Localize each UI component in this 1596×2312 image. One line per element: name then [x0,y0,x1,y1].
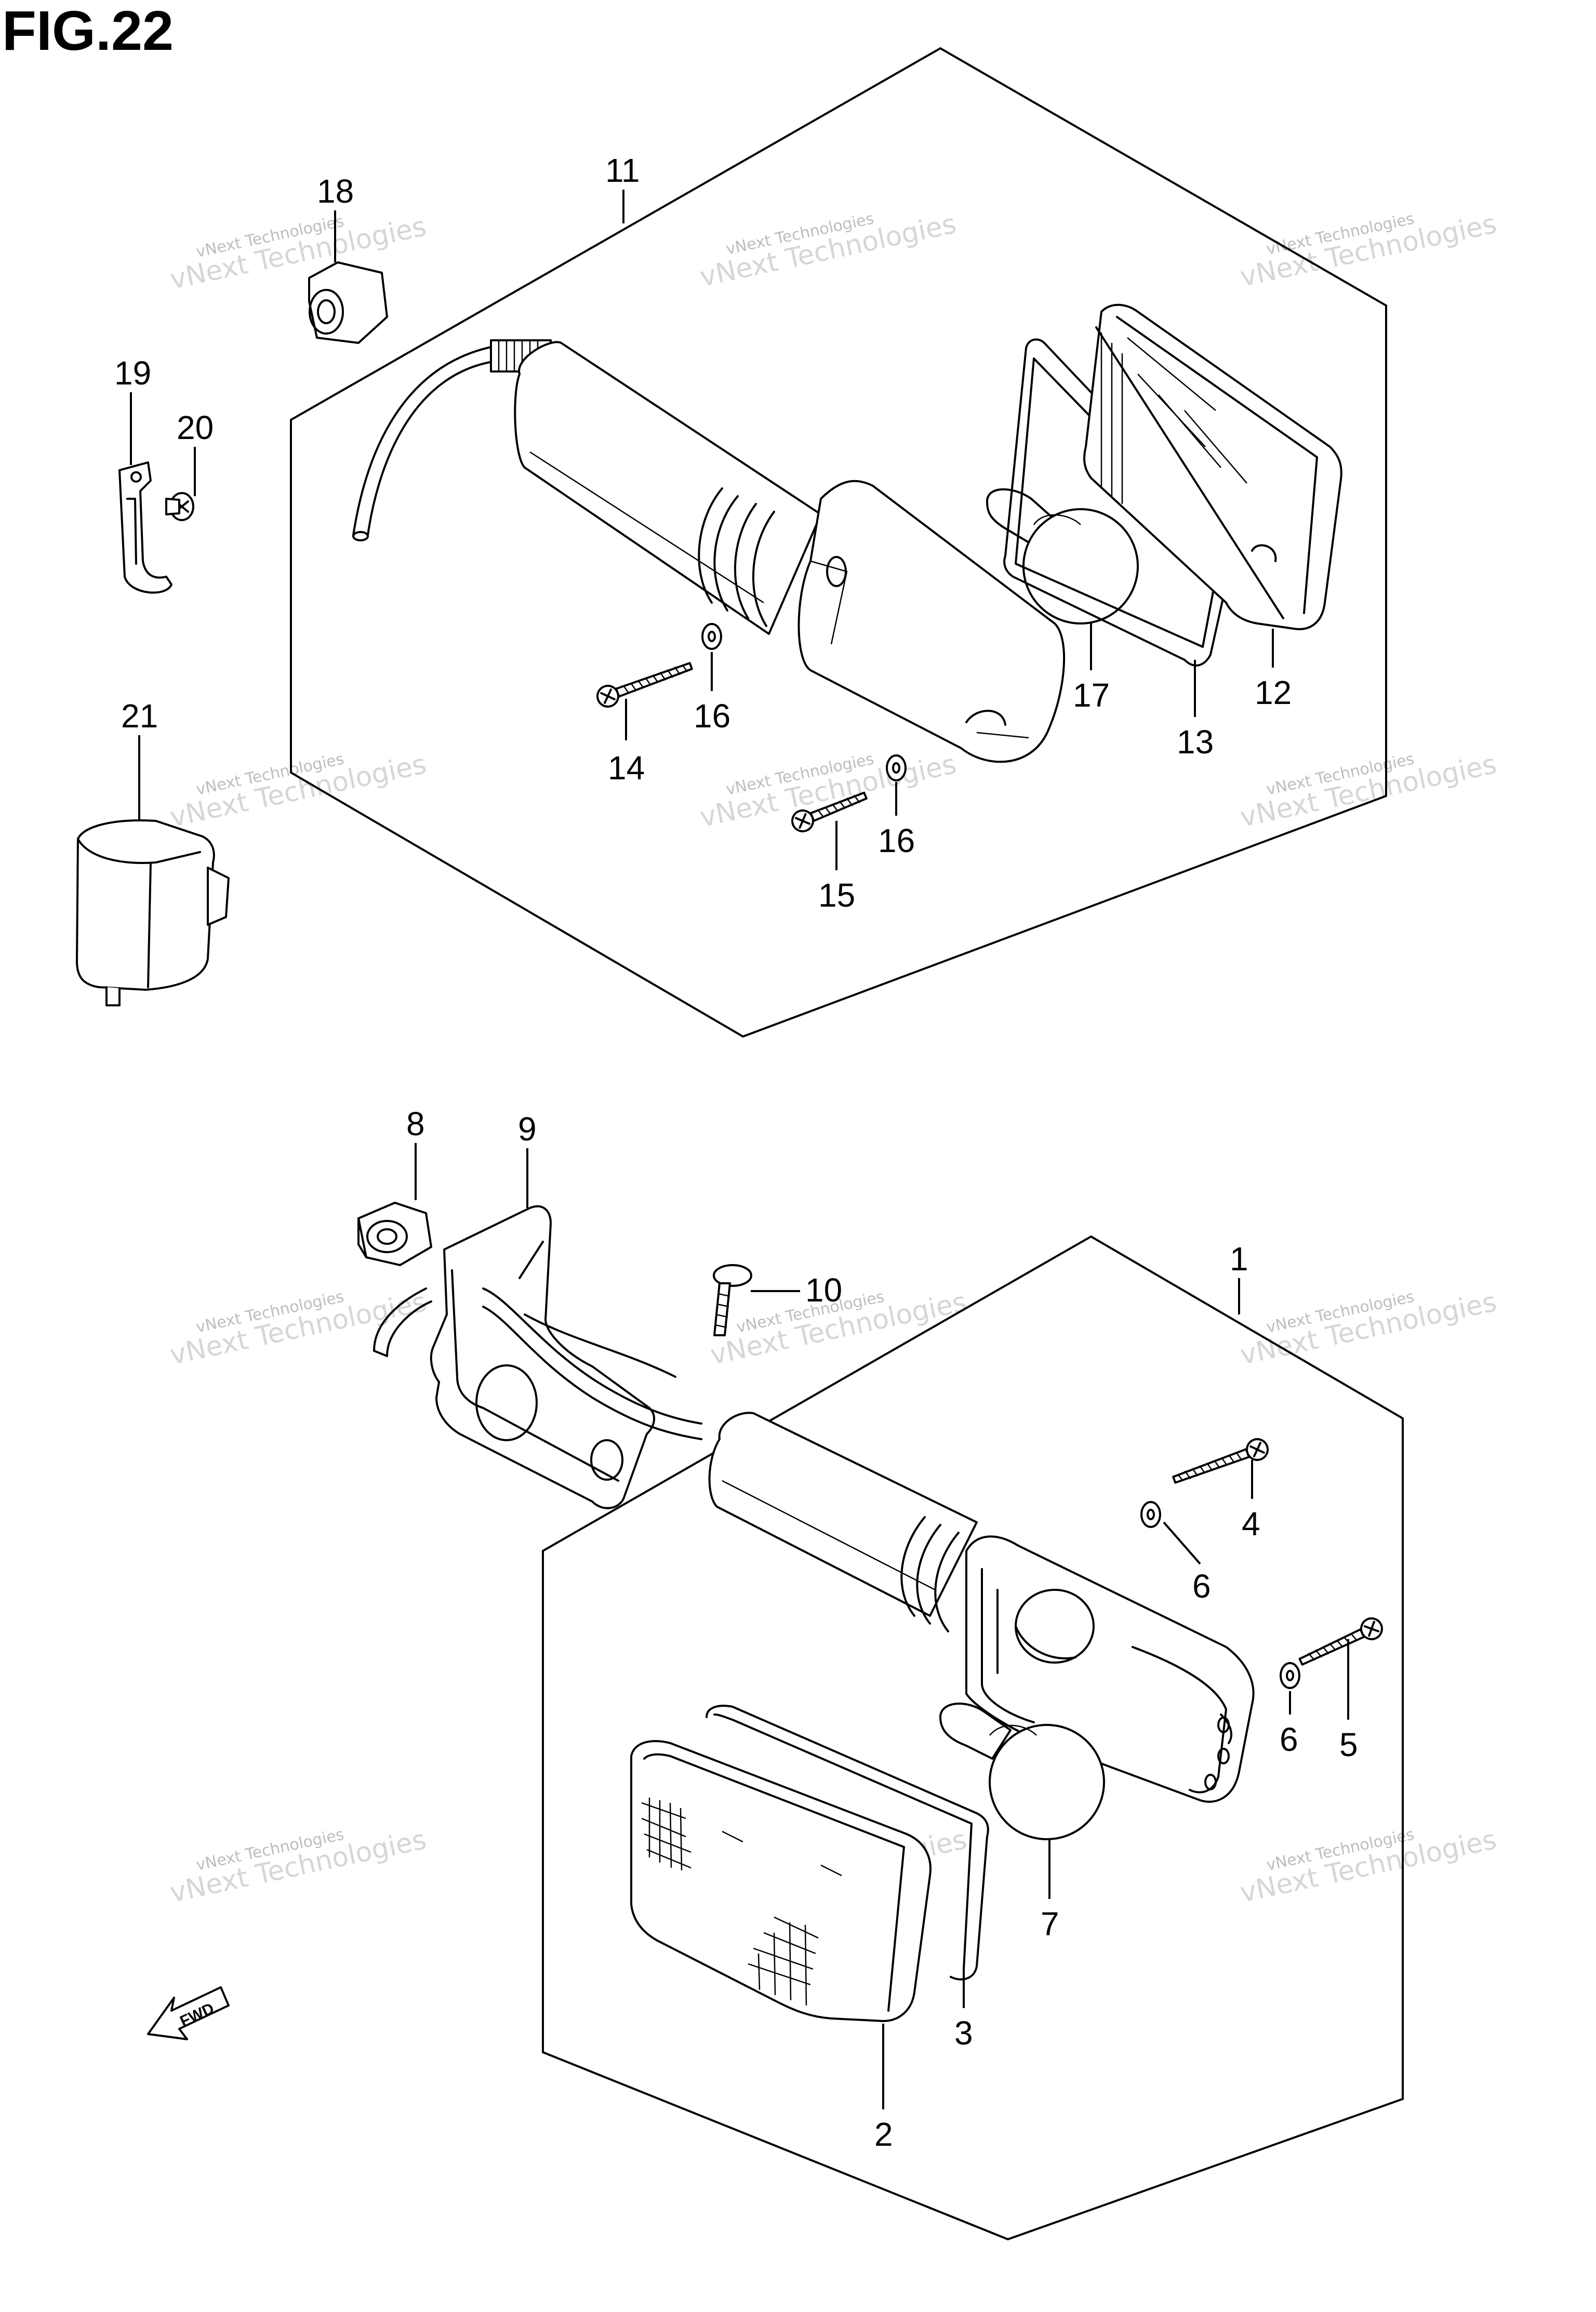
watermark: vNext Technologies vNext Technologies [167,749,429,833]
watermark: vNext Technologies vNext Technologies [1238,1824,1499,1909]
watermark: vNext Technologies vNext Technologies [1238,749,1499,833]
callout-7: 7 [1041,1905,1059,1943]
screw-4 [1172,1438,1269,1484]
bracket-9 [430,1205,655,1509]
assembly-box-rear-turn-signal [290,47,1387,1038]
nut-8 [357,1202,432,1266]
callout-2: 2 [874,2116,893,2153]
leader-lines [130,190,1349,2109]
watermark: vNext Technologies vNext Technologies [697,208,959,293]
callout-3: 3 [954,2014,973,2052]
screw-15 [791,791,868,832]
screw-14 [596,662,693,708]
callout-15: 15 [818,876,855,914]
callout-16b: 16 [878,822,915,859]
washer-16a [701,623,722,650]
screw-5 [1298,1617,1383,1666]
screw-20 [165,492,194,521]
callout-8: 8 [406,1105,425,1142]
callout-10: 10 [805,1271,842,1309]
callout-17: 17 [1073,676,1110,714]
watermark: vNext Technologies vNext Technologies [697,749,959,833]
callout-21: 21 [121,697,158,735]
callout-6b: 6 [1280,1721,1298,1758]
callout-4: 4 [1242,1505,1260,1543]
washer-6a [1140,1501,1161,1528]
figure-title: FIG.22 [2,0,174,62]
clamp-19 [118,461,172,594]
callout-19: 19 [114,354,151,392]
assembly-box-front-turn-signal [542,1235,1404,2241]
relay-21 [76,819,230,1006]
washer-6b [1280,1662,1300,1689]
callout-14: 14 [608,749,645,787]
callout-13: 13 [1177,723,1214,761]
callout-9: 9 [518,1110,537,1148]
callout-16a: 16 [694,697,730,735]
screw-10 [713,1264,752,1336]
callout-20: 20 [177,409,214,446]
rear-turn-signal-body [352,339,1066,763]
callout-6a: 6 [1192,1567,1211,1605]
bulb-7 [939,1703,1105,1840]
wire-front [373,1287,702,1440]
callout-labels: 11 18 19 20 21 16 14 17 13 12 15 16 8 9 … [114,152,1358,2153]
washer-16b [886,754,907,781]
callout-18: 18 [317,172,354,210]
fwd-arrow-badge: FWD [147,1986,230,2040]
watermark: vNext Technologies vNext Technologies [167,211,429,296]
watermark: vNext Technologies vNext Technologies [1238,1286,1499,1371]
callout-5: 5 [1339,1726,1358,1763]
callout-11: 11 [605,152,640,189]
lens-2 [630,1740,932,2022]
callout-12: 12 [1255,674,1292,711]
watermark: vNext Technologies vNext Technologies [167,1824,429,1909]
lens-12 [1083,303,1342,630]
callout-1: 1 [1230,1240,1248,1278]
gasket-3 [706,1705,989,1981]
grommet-18 [308,261,388,344]
watermark: vNext Technologies vNext Technologies [1238,208,1499,293]
watermark: vNext Technologies vNext Technologies [167,1286,429,1371]
